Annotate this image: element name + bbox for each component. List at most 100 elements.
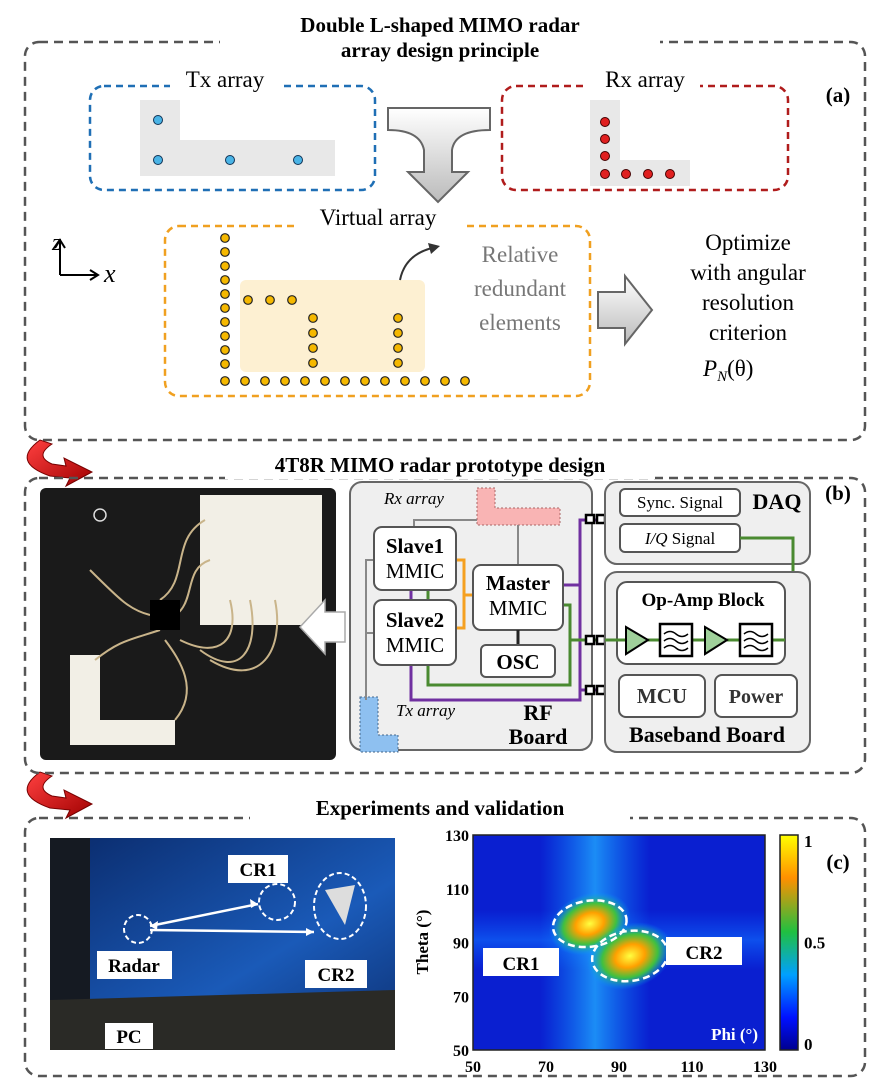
x-tick-label: 50 — [465, 1059, 481, 1076]
tx-array-block-label: Tx array — [396, 701, 455, 720]
colorbar-tick-label: 0 — [804, 1035, 813, 1054]
virtual-element — [360, 376, 370, 386]
criterion-formula: PN(θ) — [702, 356, 753, 385]
axis-x-label: x — [103, 259, 116, 288]
virtual-element — [287, 295, 297, 305]
rx-elements — [600, 117, 675, 179]
rf-board-label: RF — [523, 700, 552, 725]
optimize-arrow-icon — [597, 273, 654, 347]
amplifier-icon — [704, 625, 729, 656]
virtual-element — [220, 376, 230, 386]
power-label: Power — [729, 686, 784, 708]
virtual-element — [300, 376, 310, 386]
slave1-mmic — [373, 526, 457, 591]
tx-l-shape — [140, 100, 335, 176]
op-amp-label: Op-Amp Block — [642, 590, 765, 611]
virtual-element — [340, 376, 350, 386]
virtual-element — [400, 376, 410, 386]
virtual-element — [280, 376, 290, 386]
virtual-element — [308, 343, 318, 353]
y-tick-label: 70 — [453, 989, 469, 1006]
chamber-photo — [50, 838, 395, 1050]
virtual-element — [393, 313, 403, 323]
svg-text:criterion: criterion — [709, 320, 787, 345]
colorbar-tick-label: 0.5 — [804, 934, 825, 953]
virtual-element — [240, 376, 250, 386]
x-axis-label: Phi (°) — [711, 1025, 758, 1044]
slave2-sub: MMIC — [386, 633, 444, 657]
panel-a-title-line2: array design principle — [341, 38, 539, 62]
virtual-element — [308, 313, 318, 323]
svg-text:resolution: resolution — [702, 290, 794, 315]
y-tick-label: 90 — [453, 936, 469, 953]
flow-arrow-icon — [26, 771, 94, 820]
panel-a-tag: (a) — [826, 83, 851, 107]
svg-text:with angular: with angular — [690, 260, 806, 285]
virtual-element — [220, 275, 230, 285]
pointer-arrow — [399, 247, 433, 281]
y-axis-label: Theta (°) — [413, 910, 432, 975]
virtual-element — [220, 233, 230, 243]
rx-array-block — [476, 487, 561, 526]
heatmap-plot — [472, 834, 766, 1051]
redundant-region — [240, 280, 425, 372]
sync-signal-label: Sync. Signal — [637, 493, 723, 512]
tx-array-block — [359, 696, 399, 753]
x-tick-label: 110 — [680, 1059, 703, 1076]
slave1-sub: MMIC — [386, 559, 444, 583]
tx-array-box — [88, 84, 377, 192]
axes-icon — [54, 238, 100, 281]
panel-a-title-line1: Double L-shaped MIMO radar — [300, 13, 579, 37]
left-arrow-icon — [298, 598, 346, 656]
svg-text:Optimize: Optimize — [705, 230, 791, 255]
svg-text:elements: elements — [479, 310, 561, 335]
x-tick-label: 130 — [753, 1059, 777, 1076]
x-tick-label: 90 — [611, 1059, 627, 1076]
photo-label-pc: PC — [116, 1027, 141, 1048]
tx-array-label: Tx array — [186, 67, 265, 92]
filter-icon — [738, 622, 774, 658]
colorbar — [779, 834, 799, 1051]
x-tick-label: 70 — [538, 1059, 554, 1076]
photo-label-cr2: CR2 — [318, 965, 355, 986]
virtual-element — [220, 345, 230, 355]
virtual-element — [243, 295, 253, 305]
baseband-label: Baseband Board — [629, 722, 785, 747]
slave2-label: Slave2 — [386, 608, 444, 632]
y-tick-label: 50 — [453, 1043, 469, 1060]
virtual-element — [220, 331, 230, 341]
colorbar-tick-label: 1 — [804, 832, 813, 851]
pcb-photo — [40, 488, 336, 760]
virtual-element — [220, 317, 230, 327]
rf-board-label-2: Board — [509, 724, 568, 749]
virtual-array-label: Virtual array — [320, 205, 437, 230]
mcu-label: MCU — [637, 684, 687, 708]
rx-array-box — [500, 84, 790, 192]
heatmap-label-cr1: CR1 — [503, 954, 540, 975]
virtual-element — [320, 376, 330, 386]
virtual-element — [308, 358, 318, 368]
heatmap-label-cr2: CR2 — [686, 943, 723, 964]
osc-label: OSC — [496, 650, 539, 674]
virtual-element — [420, 376, 430, 386]
virtual-element — [260, 376, 270, 386]
amplifier-icon — [625, 625, 650, 656]
virtual-element — [393, 358, 403, 368]
photo-label-radar: Radar — [108, 956, 160, 977]
heatmap-peak-cr2 — [587, 922, 673, 990]
panel-c-tag: (c) — [826, 850, 849, 874]
rx-array-block-label: Rx array — [383, 489, 444, 508]
redundant-text: Relative redundant elements — [474, 242, 567, 335]
svg-text:redundant: redundant — [474, 276, 567, 301]
svg-text:Relative: Relative — [482, 242, 559, 267]
virtual-element — [220, 303, 230, 313]
master-label: Master — [486, 571, 550, 595]
flow-arrow-icon — [26, 439, 94, 488]
virtual-element — [220, 247, 230, 257]
sync-signal-block — [619, 488, 741, 517]
virtual-element — [393, 328, 403, 338]
tx-elements — [153, 115, 303, 165]
virtual-element — [220, 359, 230, 369]
rx-l-shape — [590, 100, 690, 186]
